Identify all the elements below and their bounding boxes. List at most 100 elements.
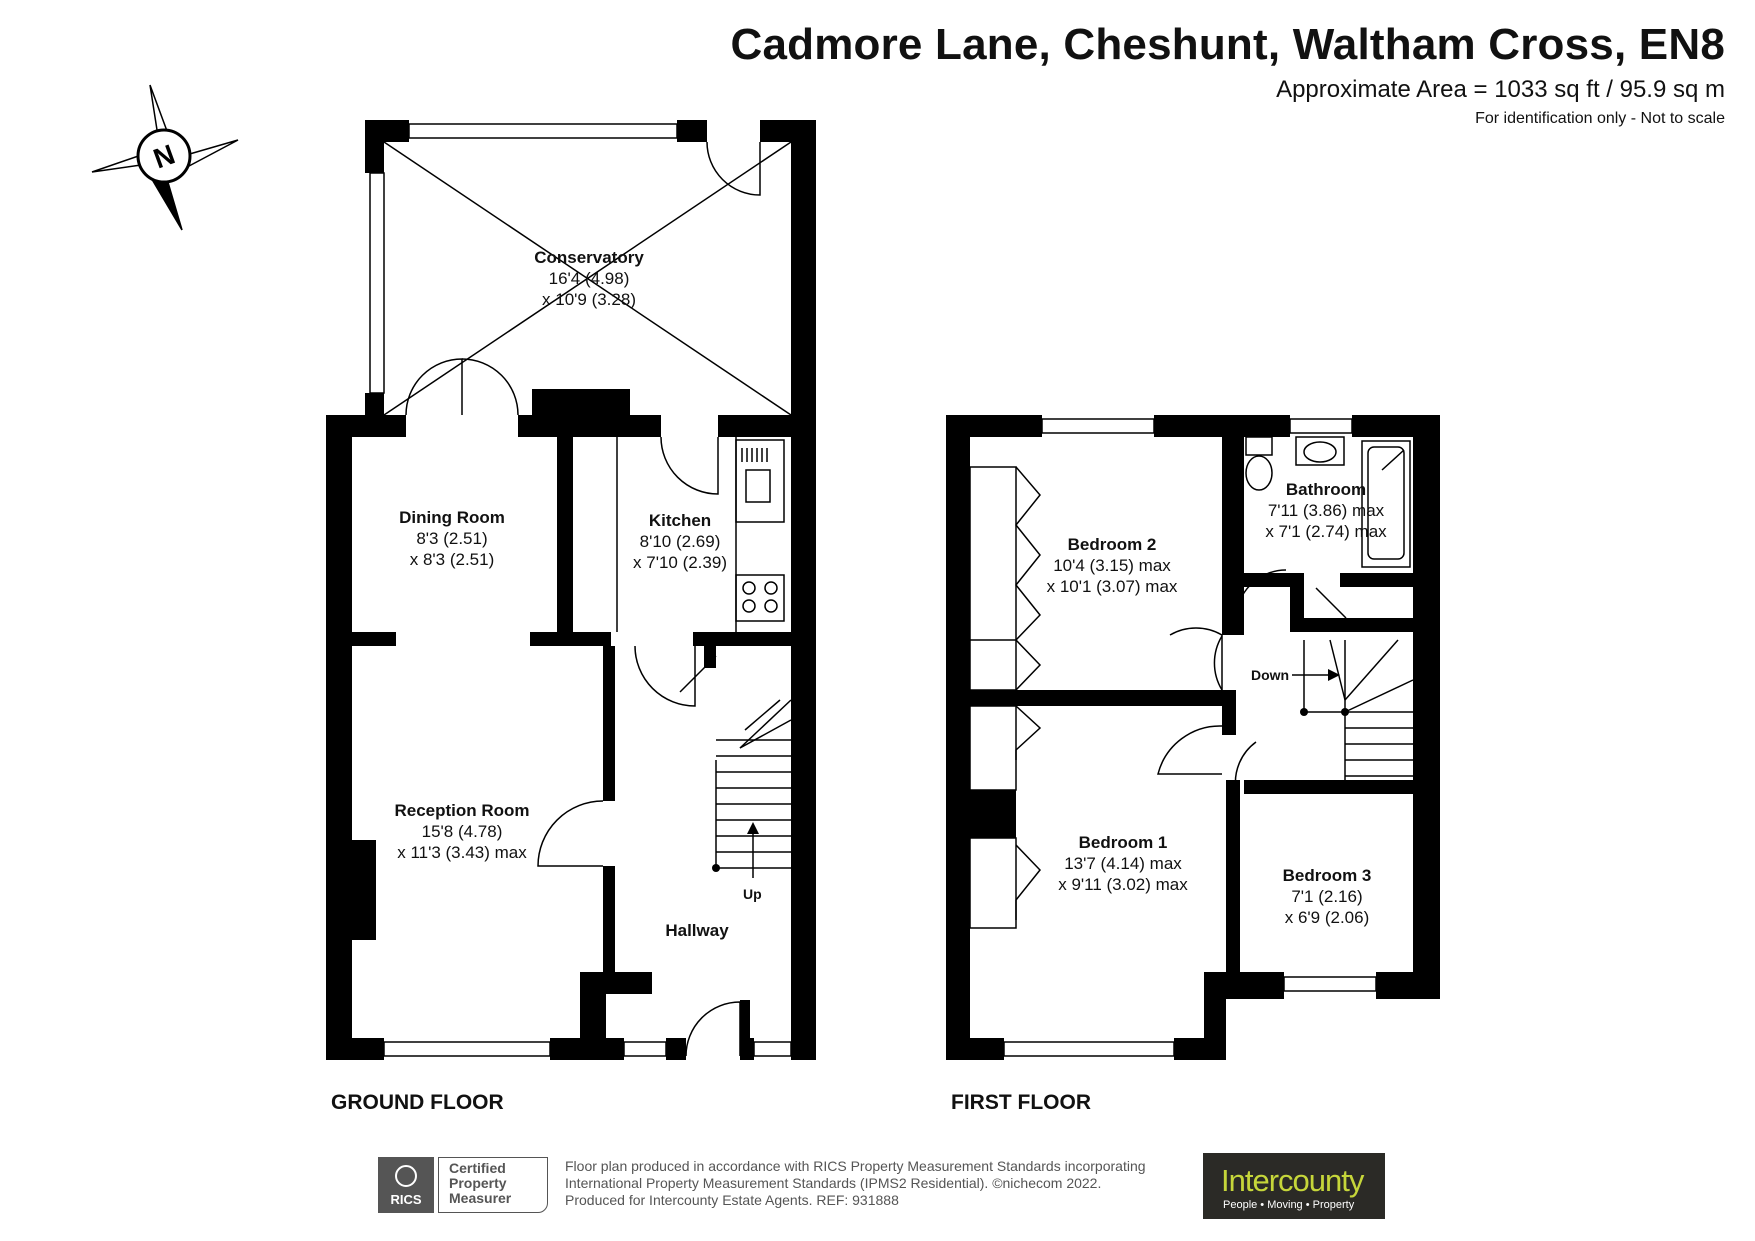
wall <box>946 1038 1004 1060</box>
roof-line <box>383 141 792 416</box>
footer-line: Floor plan produced in accordance with R… <box>565 1158 1146 1174</box>
window <box>408 123 678 139</box>
room-dimension: x 10'1 (3.07) max <box>1047 577 1178 596</box>
room-dimension: 8'10 (2.69) <box>640 532 721 551</box>
room-name: Bedroom 3 <box>1283 866 1372 885</box>
window <box>623 1041 667 1057</box>
stairs-up-label: Up <box>743 886 762 902</box>
footer-line: International Property Measurement Stand… <box>565 1175 1102 1191</box>
wall <box>365 393 384 415</box>
wall <box>1226 972 1284 999</box>
wall <box>606 972 652 994</box>
window <box>383 1041 551 1057</box>
wardrobe <box>969 705 1017 791</box>
wall <box>603 866 615 972</box>
room-dimension: x 11'3 (3.43) max <box>397 843 527 862</box>
room-name: Bedroom 1 <box>1079 833 1168 852</box>
door-swing <box>634 645 696 707</box>
wall <box>518 415 661 437</box>
wall <box>666 1038 686 1060</box>
room-dimension: 8'3 (2.51) <box>416 529 487 548</box>
wardrobe <box>969 466 1017 691</box>
sink-unit <box>735 439 785 523</box>
door-swing <box>706 141 761 196</box>
wall <box>1340 573 1413 587</box>
room-dimension: x 8'3 (2.51) <box>410 550 495 569</box>
room-name: Bathroom <box>1286 480 1366 499</box>
rics-mark-text: RICS <box>390 1192 422 1207</box>
chimney-breast <box>970 790 1016 838</box>
wall <box>677 120 707 142</box>
rics-badge-line: Certified <box>449 1160 506 1176</box>
room-dimension: x 7'1 (2.74) max <box>1265 522 1387 541</box>
wall <box>573 632 611 646</box>
wall <box>791 415 816 1060</box>
footer-notes: Floor plan produced in accordance with R… <box>565 1158 1146 1209</box>
window <box>1283 976 1377 992</box>
window <box>1041 418 1155 434</box>
window <box>1003 1041 1175 1057</box>
wall <box>580 972 606 1060</box>
room-name: Dining Room <box>399 508 505 527</box>
bath <box>1361 440 1411 568</box>
rics-badge: Certified Property Measurer <box>438 1157 548 1213</box>
room-label-reception-room: Reception Room 15'8 (4.78) x 11'3 (3.43)… <box>394 801 529 862</box>
toilet-cistern <box>1245 436 1273 456</box>
stairs <box>712 699 792 878</box>
header: Cadmore Lane, Cheshunt, Waltham Cross, E… <box>730 20 1725 128</box>
wall <box>1204 972 1226 1060</box>
room-dimension: 16'4 (4.98) <box>549 269 630 288</box>
first-floor-label: FIRST FLOOR <box>951 1091 1091 1114</box>
door-swing <box>1235 569 1287 621</box>
wall <box>1376 972 1440 999</box>
wall <box>326 415 352 1060</box>
door-swing <box>537 800 604 867</box>
basin-bowl <box>1303 441 1337 463</box>
hob <box>735 574 785 622</box>
agent-logo-name: Intercounty <box>1221 1163 1364 1198</box>
room-dimension: x 7'10 (2.39) <box>633 553 727 572</box>
hob-ring <box>742 581 756 595</box>
room-dimension: x 10'9 (3.28) <box>542 290 636 309</box>
room-name: Kitchen <box>649 511 711 530</box>
wall <box>946 415 970 1060</box>
wardrobe-doors <box>1015 639 1042 691</box>
ground-floor-plan: Up Conservatory 16'4 (4.98) x 10'9 (3.28… <box>326 120 816 1114</box>
hob-ring <box>742 599 756 613</box>
room-dimension: 10'4 (3.15) max <box>1053 556 1171 575</box>
wall <box>791 120 816 415</box>
chimney-breast <box>532 389 630 415</box>
hob-ring <box>764 581 778 595</box>
room-dimension: 13'7 (4.14) max <box>1064 854 1182 873</box>
wardrobe-doors <box>1015 466 1041 641</box>
wall <box>530 632 573 646</box>
wall <box>970 690 1222 706</box>
wall <box>1222 690 1236 735</box>
basin <box>1295 436 1345 466</box>
footer-line: Produced for Intercounty Estate Agents. … <box>565 1192 899 1208</box>
room-label-dining-room: Dining Room 8'3 (2.51) x 8'3 (2.51) <box>399 508 505 569</box>
room-label-bedroom-3: Bedroom 3 7'1 (2.16) x 6'9 (2.06) <box>1283 866 1372 927</box>
room-label-conservatory: Conservatory 16'4 (4.98) x 10'9 (3.28) <box>534 248 644 309</box>
area-summary: Approximate Area = 1033 sq ft / 95.9 sq … <box>1276 76 1725 103</box>
cupboard-door <box>1315 587 1347 619</box>
wall <box>1244 415 1290 437</box>
front-door-swing <box>685 1001 741 1057</box>
door-swing <box>461 358 519 416</box>
wall <box>740 1000 750 1038</box>
cupboard-door <box>679 655 717 693</box>
wardrobe-doors <box>1015 705 1042 760</box>
first-floor-plan: Down Bedroom 2 10'4 (3.15) max x 10'1 (3… <box>946 415 1440 1114</box>
room-label-bathroom: Bathroom 7'11 (3.86) max x 7'1 (2.74) ma… <box>1265 480 1387 541</box>
sink-bowl <box>745 469 771 503</box>
stairs-down-label: Down <box>1251 667 1289 683</box>
compass-icon: N <box>91 84 239 231</box>
rics-badge-line: Measurer <box>449 1190 512 1206</box>
rics-logo: RICS <box>378 1157 434 1213</box>
wall <box>1290 618 1440 632</box>
room-dimension: 7'11 (3.86) max <box>1268 501 1385 520</box>
rics-seal-icon <box>395 1165 417 1187</box>
wall <box>1284 780 1440 794</box>
room-label-bedroom-2: Bedroom 2 10'4 (3.15) max x 10'1 (3.07) … <box>1047 535 1178 596</box>
